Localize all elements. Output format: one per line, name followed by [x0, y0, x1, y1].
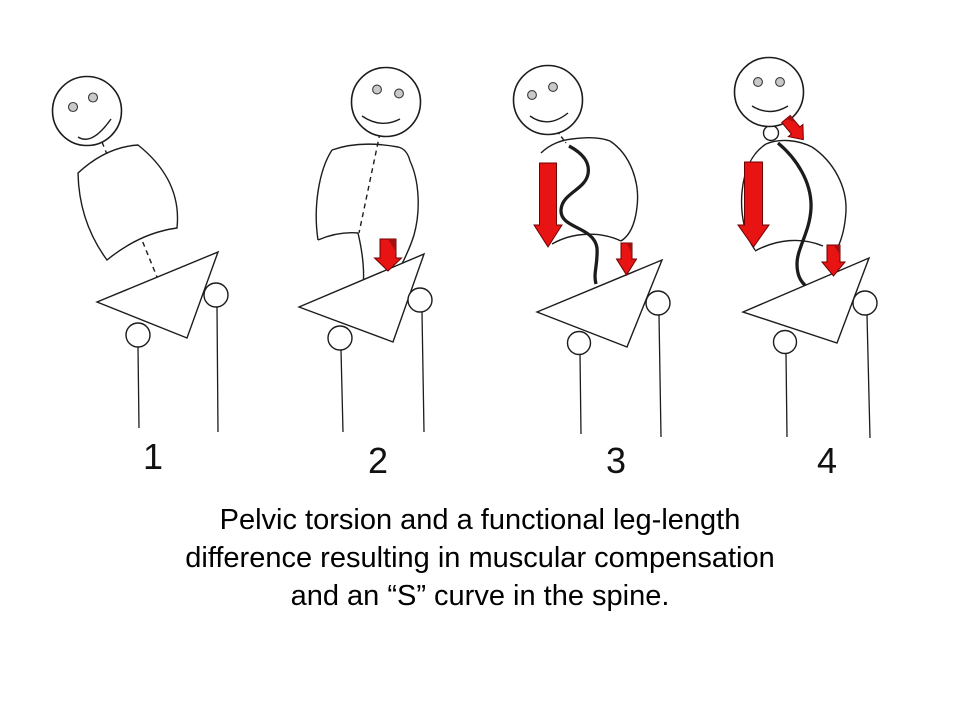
head-icon — [51, 75, 123, 147]
s-curve-spine — [559, 144, 599, 285]
leg-right — [866, 314, 871, 439]
head-outline — [512, 64, 584, 136]
red-down-arrow-icon — [373, 238, 403, 272]
legs — [340, 311, 425, 433]
eye-right-icon — [775, 77, 785, 87]
figure-2-label: 2 — [367, 440, 389, 481]
hip-joints — [327, 287, 433, 351]
arrow-shade — [833, 245, 840, 255]
red-neck-arrow-icon — [781, 114, 804, 141]
caption-line-3: and an “S” curve in the spine. — [290, 580, 670, 612]
hip-joint-left-icon — [327, 325, 353, 351]
head-outline — [733, 56, 805, 128]
caption-line-1: Pelvic torsion and a functional leg-leng… — [219, 504, 741, 536]
frown-mouth — [77, 118, 112, 140]
pelvis-triangle — [741, 256, 871, 344]
head-outline — [51, 75, 123, 147]
hip-joint-left-icon — [125, 322, 151, 348]
pelvic-torsion-diagram — [51, 56, 878, 439]
caption-line-2: difference resulting in muscular compens… — [185, 542, 775, 574]
frown-mouth — [361, 115, 401, 124]
red-down-arrow-large-icon — [737, 161, 770, 248]
head-outline — [350, 66, 422, 138]
legs — [137, 306, 219, 433]
leg-left — [785, 352, 788, 438]
hip-joints — [772, 290, 878, 355]
figure-4 — [733, 56, 878, 439]
figure-4-label: 4 — [816, 440, 838, 481]
frown-mouth — [751, 105, 789, 113]
legs — [785, 314, 871, 439]
red-down-arrow-small-icon — [615, 242, 638, 276]
leg-left — [579, 353, 582, 435]
eye-right-icon — [548, 82, 558, 92]
hip-joint-right-icon — [203, 282, 229, 308]
leg-right — [658, 314, 662, 438]
s-curve-spine — [776, 141, 813, 289]
eye-right-icon — [87, 92, 99, 103]
hip-joints — [566, 290, 671, 356]
hip-joint-right-icon — [852, 290, 878, 316]
eye-left-icon — [67, 101, 79, 113]
hip-joint-right-icon — [407, 287, 433, 313]
eye-left-icon — [527, 90, 537, 100]
torso-outline — [77, 144, 179, 262]
hip-joints — [125, 282, 229, 348]
leg-left — [340, 349, 344, 433]
arrow-shade — [388, 239, 396, 252]
frown-mouth — [529, 112, 569, 123]
head-icon — [512, 64, 584, 136]
leg-right — [216, 306, 219, 433]
head-icon — [350, 66, 422, 138]
spine-axis-dashed-line — [358, 132, 381, 234]
hip-joint-left-icon — [772, 329, 798, 355]
caption: Pelvic torsion and a functional leg-leng… — [0, 501, 960, 615]
arrow-shade — [626, 243, 632, 254]
figure-3-label: 3 — [605, 440, 627, 481]
pelvis-triangle — [95, 250, 220, 339]
eye-left-icon — [372, 84, 382, 95]
leg-left — [137, 346, 140, 429]
figure-3 — [512, 64, 671, 438]
figure-1-label: 1 — [142, 436, 164, 477]
neck-loop — [762, 124, 780, 142]
figure-1 — [51, 75, 229, 433]
legs — [579, 314, 662, 438]
arrow-shade — [786, 115, 796, 123]
figure-2 — [297, 66, 433, 433]
hip-joint-right-icon — [645, 290, 671, 316]
head-icon — [733, 56, 805, 128]
eye-right-icon — [394, 88, 404, 99]
hip-joint-left-icon — [566, 330, 592, 356]
red-down-arrow-small-icon — [820, 244, 847, 277]
red-down-arrow-large-icon — [533, 162, 563, 248]
eye-left-icon — [753, 77, 763, 87]
pelvis-triangle — [535, 258, 664, 348]
pelvis-triangle — [297, 252, 426, 343]
leg-right — [421, 311, 425, 433]
